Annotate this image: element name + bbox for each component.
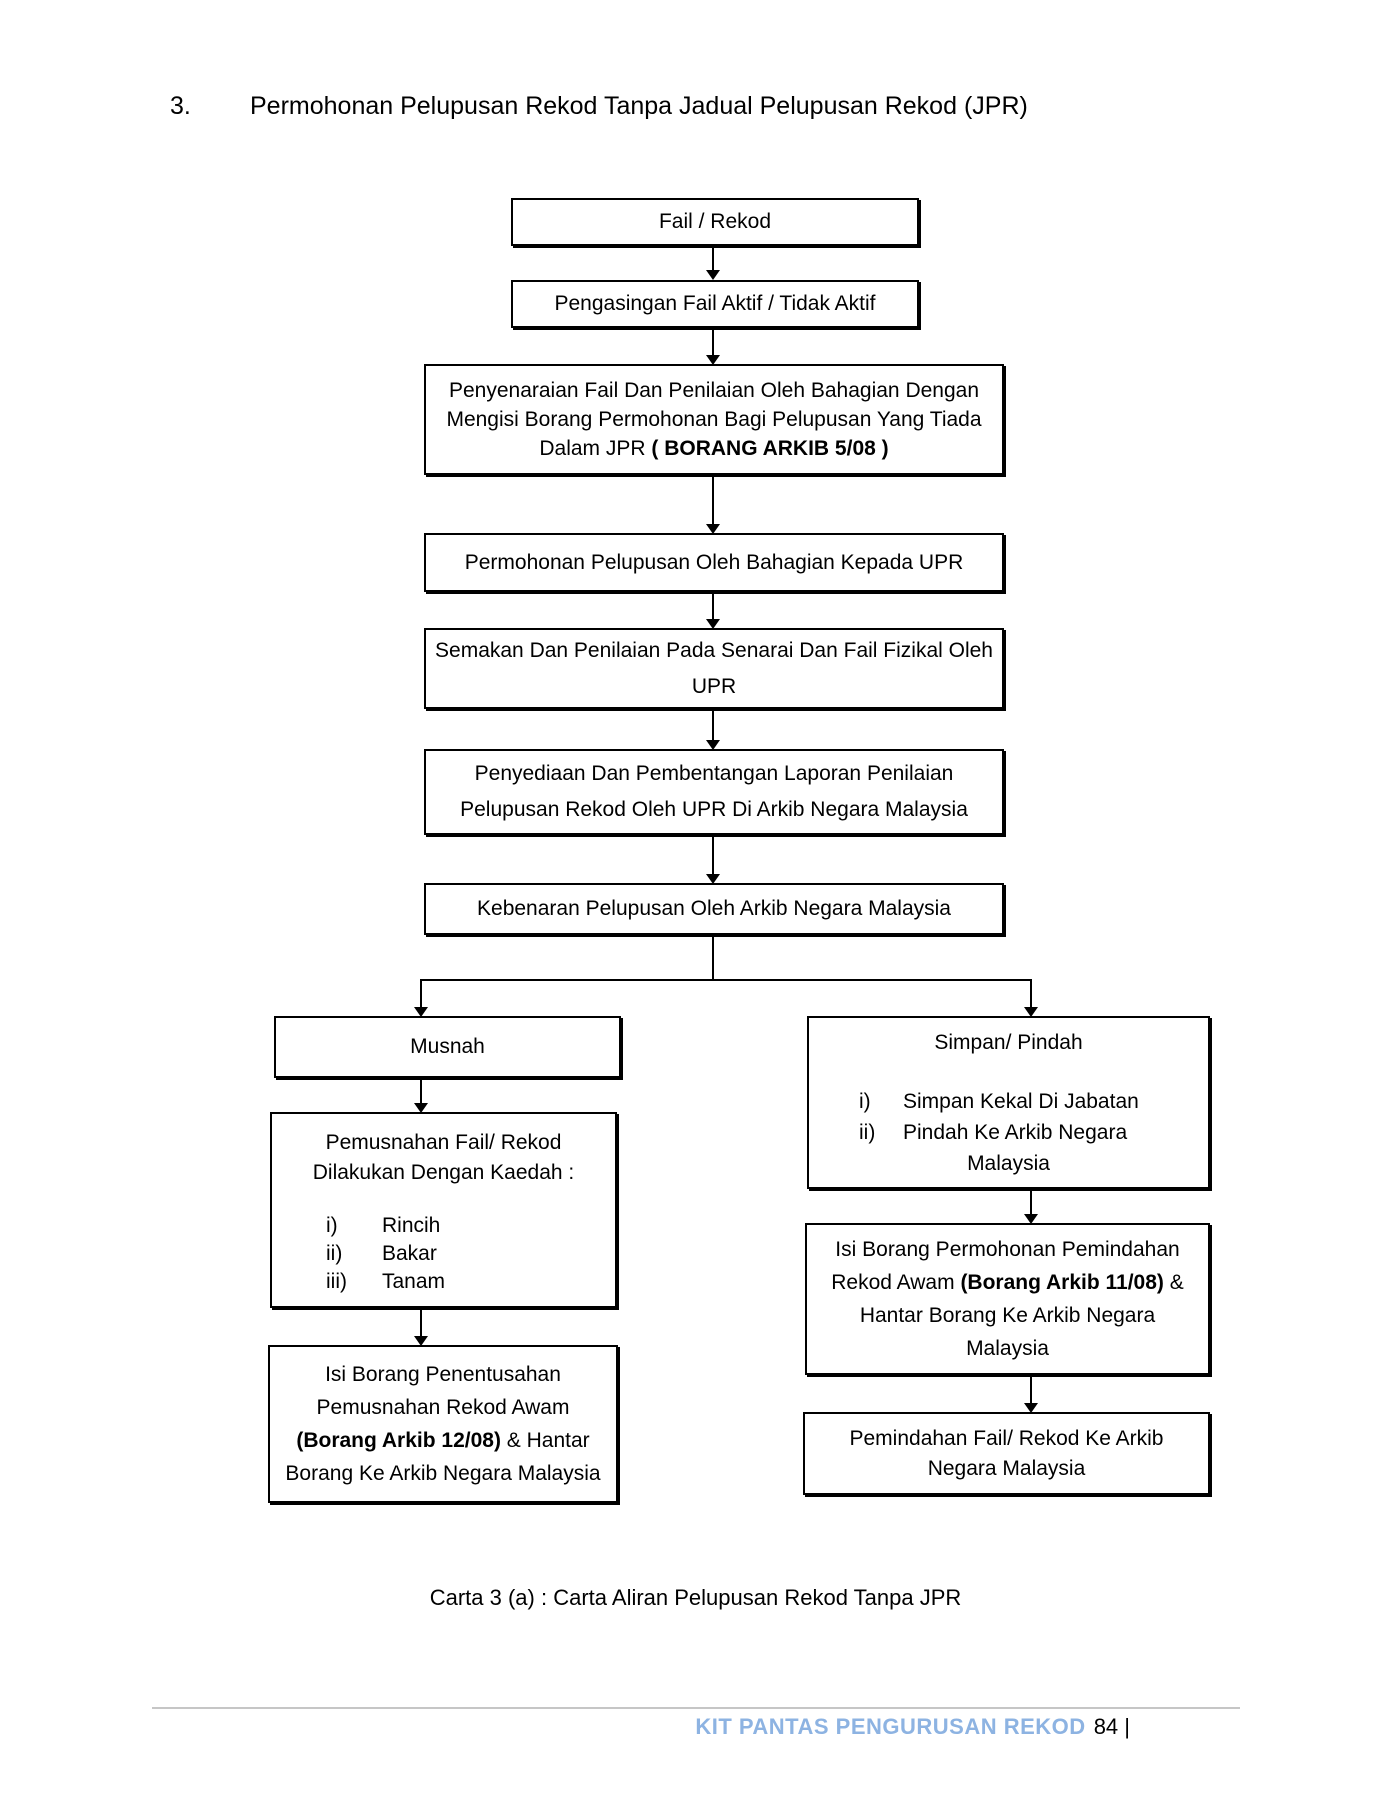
page-title: Permohonan Pelupusan Rekod Tanpa Jadual … [250, 92, 1028, 120]
footer-page-number: 84 | [1093, 1714, 1130, 1739]
flow-box-label: Kebenaran Pelupusan Oleh Arkib Negara Ma… [477, 897, 951, 920]
flow-box-line: (Borang Arkib 12/08) & Hantar [296, 1429, 590, 1452]
arrow-down-connector [414, 1308, 428, 1346]
arrow-down-connector-right-branch [1024, 979, 1038, 1017]
flow-box-pemusnahan-kaedah: Pemusnahan Fail/ Rekod Dilakukan Dengan … [270, 1112, 617, 1308]
flow-box-line: Isi Borang Penentusahan [325, 1363, 561, 1386]
kaedah-list: i)Rincih ii)Bakar iii)Tanam [326, 1212, 445, 1296]
flow-box-label: Pengasingan Fail Aktif / Tidak Aktif [554, 292, 876, 315]
flow-box-label: Fail / Rekod [658, 210, 772, 233]
arrow-down-connector [706, 246, 720, 280]
flow-box-line: Negara Malaysia [927, 1456, 1086, 1480]
flow-box-line: Hantar Borang Ke Arkib Negara [859, 1304, 1156, 1327]
flow-box-pengasingan: Pengasingan Fail Aktif / Tidak Aktif [511, 280, 919, 328]
flow-box-line: Penyediaan Dan Pembentangan Laporan Peni… [474, 762, 954, 785]
flow-box-line: Penyenaraian Fail Dan Penilaian Oleh Bah… [448, 379, 980, 402]
page-footer: KIT PANTAS PENGURUSAN REKOD 84 | [0, 1714, 1130, 1740]
flow-box-label: Permohonan Pelupusan Oleh Bahagian Kepad… [464, 550, 964, 574]
list-item-continuation: Malaysia [967, 1152, 1050, 1175]
flow-box-line: Malaysia [966, 1337, 1049, 1360]
list-item: ii)Bakar [326, 1242, 437, 1265]
flow-box-label: Musnah [410, 1035, 485, 1058]
flow-box-simpan-pindah: Simpan/ Pindah i)Simpan Kekal Di Jabatan… [807, 1016, 1210, 1189]
chart-caption: Carta 3 (a) : Carta Aliran Pelupusan Rek… [429, 1585, 962, 1610]
section-number: 3. [170, 92, 191, 120]
flow-box-permohonan: Permohonan Pelupusan Oleh Bahagian Kepad… [424, 533, 1004, 592]
flow-box-line: Dilakukan Dengan Kaedah : [312, 1161, 575, 1184]
footer-rule [152, 1707, 1240, 1709]
flow-box-line: Simpan/ Pindah [934, 1031, 1083, 1054]
list-item: i)Rincih [326, 1214, 441, 1237]
flow-box-pemindahan: Pemindahan Fail/ Rekod Ke Arkib Negara M… [803, 1412, 1210, 1495]
arrow-down-connector [1024, 1375, 1038, 1413]
flow-box-penyediaan: Penyediaan Dan Pembentangan Laporan Peni… [424, 749, 1004, 835]
flow-box-line: Pemindahan Fail/ Rekod Ke Arkib [849, 1426, 1164, 1450]
flow-box-musnah: Musnah [274, 1016, 621, 1078]
list-item: iii)Tanam [326, 1270, 446, 1293]
arrow-down-connector-left-branch [414, 979, 428, 1017]
flow-box-line: Dalam JPR ( BORANG ARKIB 5/08 ) [539, 437, 889, 460]
flow-box-line: Pemusnahan Rekod Awam [316, 1396, 570, 1419]
arrow-down-connector [706, 837, 720, 884]
simpan-list: i)Simpan Kekal Di Jabatan ii)Pindah Ke A… [859, 1086, 1139, 1148]
flow-box-semakan: Semakan Dan Penilaian Pada Senarai Dan F… [424, 628, 1004, 709]
arrow-down-connector [1024, 1189, 1038, 1224]
flow-box-borang-12-08: Isi Borang Penentusahan Pemusnahan Rekod… [268, 1345, 618, 1503]
flow-box-fail-rekod: Fail / Rekod [511, 198, 919, 246]
flow-box-line: Pemusnahan Fail/ Rekod [325, 1131, 562, 1154]
arrow-down-connector [706, 330, 720, 365]
arrow-down-connector [706, 477, 720, 534]
list-item: i)Simpan Kekal Di Jabatan [859, 1090, 1139, 1113]
branch-stem-line [712, 937, 714, 980]
branch-horizontal-line [420, 979, 1032, 981]
flow-box-kebenaran: Kebenaran Pelupusan Oleh Arkib Negara Ma… [424, 883, 1004, 935]
footer-brand: KIT PANTAS PENGURUSAN REKOD [695, 1714, 1086, 1739]
arrow-down-connector [414, 1078, 428, 1113]
flow-box-line: Pelupusan Rekod Oleh UPR Di Arkib Negara… [460, 798, 968, 821]
flow-box-line: Isi Borang Permohonan Pemindahan [835, 1238, 1180, 1261]
flow-box-line: Mengisi Borang Permohonan Bagi Pelupusan… [446, 408, 982, 431]
flow-box-penyenaraian: Penyenaraian Fail Dan Penilaian Oleh Bah… [424, 364, 1004, 475]
flow-box-line: Semakan Dan Penilaian Pada Senarai Dan F… [435, 638, 993, 662]
list-item: ii)Pindah Ke Arkib Negara [859, 1121, 1128, 1144]
flow-box-line: Rekod Awam (Borang Arkib 11/08) & [831, 1271, 1184, 1294]
arrow-down-connector [706, 711, 720, 750]
arrow-down-connector [706, 594, 720, 629]
flow-box-line: UPR [691, 674, 737, 698]
flow-box-line: Borang Ke Arkib Negara Malaysia [285, 1462, 601, 1485]
flow-box-borang-11-08: Isi Borang Permohonan Pemindahan Rekod A… [805, 1223, 1210, 1375]
